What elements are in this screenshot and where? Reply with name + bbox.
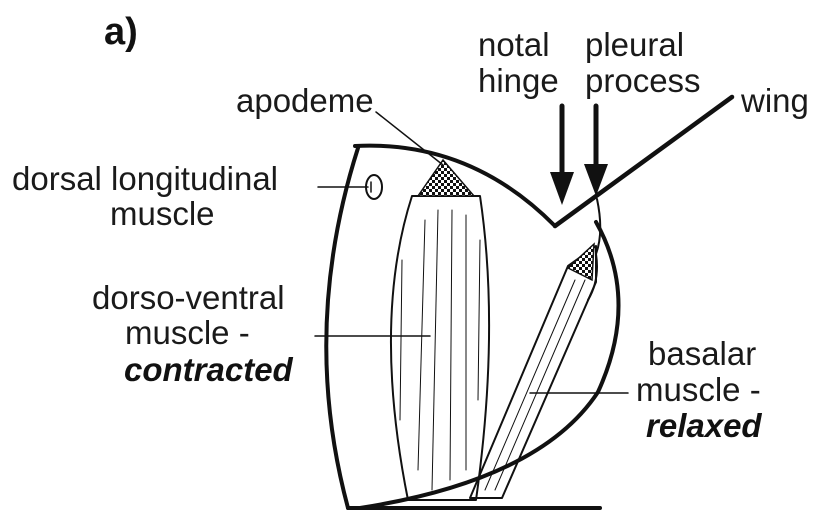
pleural-process-label-line1: pleural [585, 26, 684, 63]
dorsal-longitudinal-label-line1: dorsal longitudinal [12, 160, 278, 197]
leader-lines [315, 112, 628, 393]
wing-label: wing [740, 82, 809, 119]
basalar-label-line1: basalar [648, 335, 756, 372]
dorso-ventral-label-line1: dorso-ventral [92, 279, 285, 316]
dorso-ventral-label-line2: muscle - [125, 314, 250, 351]
pleural-process-arrow [584, 106, 608, 196]
notal-hinge-label-line1: notal [478, 26, 550, 63]
pleural-process-label-line2: process [585, 62, 701, 99]
thorax-outline [326, 146, 618, 508]
basalar-label-state: relaxed [646, 407, 762, 444]
notal-hinge-arrow [550, 106, 574, 205]
apodeme-label: apodeme [236, 82, 374, 119]
basalar-label-line2: muscle - [636, 371, 761, 408]
dorso-ventral-muscle [391, 196, 489, 500]
labels: notal hinge pleural process wing apodeme… [12, 26, 809, 444]
dorso-ventral-label-state: contracted [124, 351, 294, 388]
wing [555, 97, 732, 226]
notal-hinge-label-line2: hinge [478, 62, 559, 99]
apodeme-leader [376, 112, 443, 165]
dorsal-longitudinal-label-line2: muscle [110, 195, 215, 232]
panel-label: a) [104, 11, 138, 53]
